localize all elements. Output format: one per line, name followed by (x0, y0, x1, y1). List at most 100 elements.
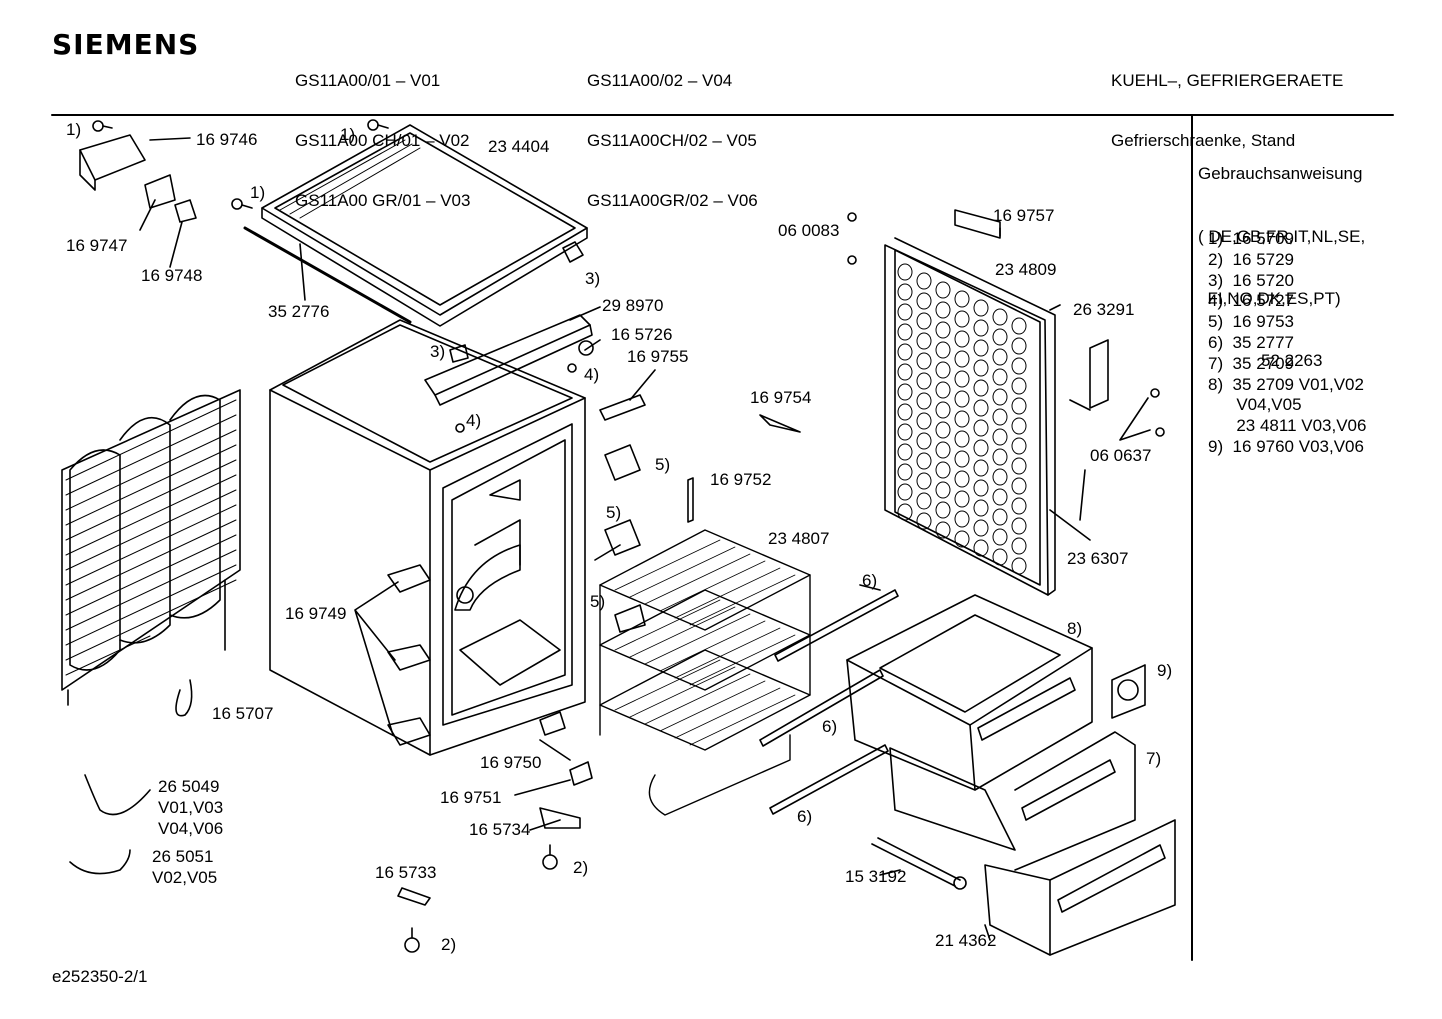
hinge (387, 644, 431, 671)
part-label: 16 9752 (710, 470, 772, 489)
callout-marker: 2) (573, 858, 589, 877)
part-label: V02,V05 (152, 868, 218, 887)
part-label: 15 3192 (845, 867, 907, 886)
callout-marker: 7) (1146, 749, 1162, 768)
callout-marker: 3) (585, 269, 601, 288)
model-list-2: GS11A00/02 – V04 GS11A00CH/02 – V05 GS11… (587, 31, 758, 251)
rail (759, 669, 884, 747)
part-label: 16 5734 (469, 820, 531, 839)
footnote: 3) 16 5720 (1208, 270, 1295, 290)
callout-marker: 5) (655, 455, 671, 474)
switch (539, 711, 566, 736)
footnote-list: 1) 16 5709 2) 16 5729 3) 16 5720 4) 16 5… (1208, 229, 1366, 458)
part-label: 06 0637 (1090, 446, 1152, 465)
model-line: GS11A00/02 – V04 (587, 71, 733, 90)
part-label: 16 9757 (993, 206, 1055, 225)
power-cord (84, 774, 151, 816)
footnote: 7) 35 2709 (1208, 353, 1295, 373)
rail (774, 589, 899, 662)
drawer-large (846, 594, 1093, 791)
hinge (387, 717, 431, 746)
part-label: 06 0083 (778, 221, 840, 240)
part-label: 26 5049 (158, 777, 220, 796)
part-label: 21 4362 (935, 931, 997, 950)
category-text: KUEHL–, GEFRIERGERAETE Gefrierschraenke,… (1111, 31, 1343, 191)
footnote: 6) 35 2777 (1208, 332, 1295, 352)
callout-marker: 3) (430, 342, 446, 361)
part-label: 16 5726 (611, 325, 673, 344)
top-cover (261, 124, 588, 327)
evaporator (599, 529, 811, 816)
manual-line: ( DE,GB,FR,IT,NL,SE, (1198, 226, 1366, 246)
part-label: 16 9748 (141, 266, 203, 285)
thermostat-clip (174, 199, 197, 223)
drawer-small (984, 819, 1176, 956)
part-label: 16 9750 (480, 753, 542, 772)
freezer-door (884, 209, 1109, 596)
relay (144, 174, 176, 209)
power-cord (69, 849, 131, 875)
condenser-coil (61, 389, 241, 706)
footnote: 9) 16 9760 V03,V06 (1208, 436, 1364, 456)
hinge-bracket (424, 314, 591, 396)
callout-marker: 8) (1067, 619, 1083, 638)
part-label: 16 9751 (440, 788, 502, 807)
callout-marker: 6) (797, 807, 813, 826)
footnote: 8) 35 2709 V01,V02 (1208, 374, 1364, 394)
cable (175, 679, 193, 717)
part-label: 23 4809 (995, 260, 1057, 279)
part-label: 16 9754 (750, 388, 812, 407)
manual-number: 52 2263 (1261, 350, 1323, 370)
manual-line: FI,NO,DK,ES,PT) (1198, 288, 1341, 308)
footnote: 2) 16 5729 (1208, 249, 1295, 269)
footnote: 5) 16 9753 (1208, 312, 1295, 332)
category-line: KUEHL–, GEFRIERGERAETE (1111, 71, 1344, 90)
part-label: V04,V06 (158, 819, 224, 838)
callout-marker: 4) (466, 411, 482, 430)
model-line: GS11A00GR/02 – V06 (587, 191, 758, 210)
relay-cover (79, 134, 146, 181)
rail (769, 744, 889, 815)
support-bracket (539, 807, 581, 829)
part-label: 29 8970 (602, 296, 664, 315)
lamp-holder (604, 519, 641, 556)
model-list-1: GS11A00/01 – V01 GS11A00 CH/01 – V02 GS1… (295, 31, 470, 251)
screws (92, 119, 1165, 953)
callout-marker: 9) (1157, 661, 1173, 680)
foot-bracket (397, 887, 431, 906)
connector-strip (599, 394, 646, 421)
footnote: 1) 16 5709 (1208, 229, 1295, 248)
part-label: 16 9749 (285, 604, 347, 623)
part-label: 16 9747 (66, 236, 128, 255)
terminal-strip (687, 477, 694, 523)
part-label: 16 5707 (212, 704, 274, 723)
part-label: 23 4404 (488, 137, 550, 156)
part-label: 16 5733 (375, 863, 437, 882)
callout-marker: 1) (66, 120, 82, 139)
footnote: V04,V05 (1208, 395, 1302, 415)
callout-marker: 2) (441, 935, 457, 954)
vent-seal (1111, 664, 1146, 719)
model-line: GS11A00 GR/01 – V03 (295, 191, 471, 210)
drawer-medium (889, 731, 1136, 871)
hinge (387, 564, 431, 593)
callout-marker: 5) (606, 503, 622, 522)
clip (562, 241, 584, 263)
category-line: Gefrierschraenke, Stand (1111, 131, 1296, 150)
lamp-holder (604, 444, 641, 481)
callout-marker: 1) (340, 125, 356, 144)
part-label: 26 5051 (152, 847, 214, 866)
model-line: GS11A00CH/02 – V05 (587, 131, 757, 150)
drawing-id: e252350-2/1 (52, 967, 148, 986)
callout-marker: 5) (590, 592, 606, 611)
callout-marker: 1) (250, 183, 266, 202)
footnote: 23 4811 V03,V06 (1208, 416, 1367, 436)
part-label: 23 4807 (768, 529, 830, 548)
part-label: V01,V03 (158, 798, 224, 817)
part-label: 26 3291 (1073, 300, 1135, 319)
model-line: GS11A00/01 – V01 (295, 71, 441, 90)
footnote: 4) 16 5727 (1208, 291, 1295, 311)
siemens-logo: SIEMENS (52, 28, 200, 61)
